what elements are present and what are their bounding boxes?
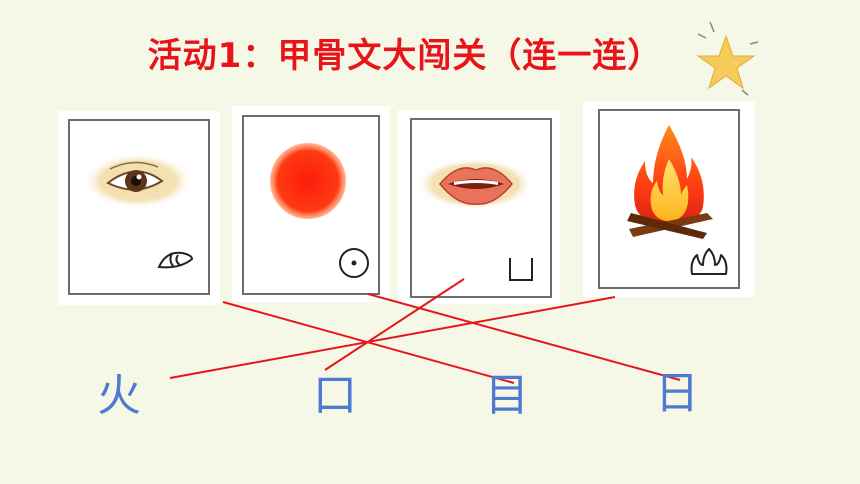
card-fire[interactable]	[583, 101, 755, 297]
answer-char-fire[interactable]: 火	[97, 370, 141, 421]
mouth-oracle-glyph	[509, 258, 533, 281]
eye-picture	[83, 153, 193, 209]
match-line-sun	[367, 293, 681, 381]
fire-oracle-glyph	[690, 248, 728, 275]
answer-char-sun[interactable]: 日	[655, 368, 699, 419]
eye-oracle-glyph	[157, 251, 194, 269]
sun-picture	[270, 143, 346, 219]
card-sun[interactable]	[232, 106, 390, 302]
sun-oracle-glyph	[339, 248, 369, 278]
activity-title: 活动1：甲骨文大闯关（连一连）	[147, 36, 663, 76]
match-line-mouth	[324, 278, 465, 371]
card-mouth[interactable]	[398, 110, 560, 304]
fire-picture	[627, 125, 713, 239]
match-line-fire	[169, 296, 616, 379]
mouth-picture	[417, 158, 533, 210]
card-eye[interactable]	[58, 111, 220, 305]
star-icon	[696, 21, 759, 96]
answer-char-mouth[interactable]: 口	[313, 370, 357, 421]
answer-char-eye[interactable]: 目	[485, 370, 529, 421]
